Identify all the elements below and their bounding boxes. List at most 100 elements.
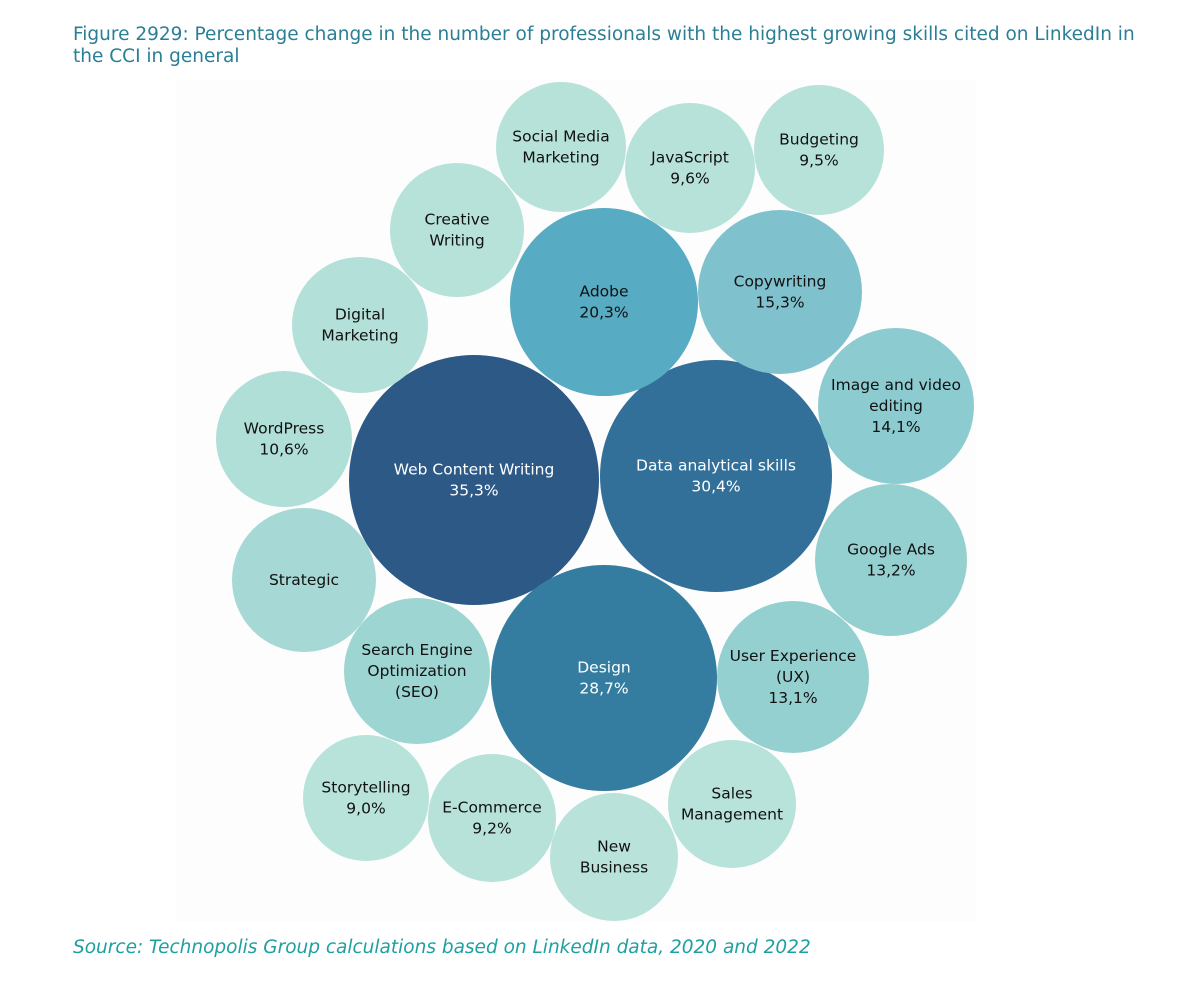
bubble-circle [303, 735, 429, 861]
bubble-name: Strategic [269, 571, 339, 589]
bubble-name: Sales [711, 785, 752, 803]
bubble-circle [428, 754, 556, 882]
bubble-value: 14,1% [871, 418, 920, 436]
bubble-google-ads: Google Ads 13,2% [815, 484, 967, 636]
bubble-name: Design [577, 659, 631, 677]
bubble-circle [698, 210, 862, 374]
bubble-e-commerce: E-Commerce 9,2% [428, 754, 556, 882]
figure-title: Figure 2929: Percentage change in the nu… [73, 24, 1135, 67]
bubble-name: Business [580, 859, 648, 877]
bubble-web-content-writing: Web Content Writing 35,3% [349, 355, 599, 605]
bubble-value: 9,2% [472, 820, 511, 838]
bubble-circle [344, 598, 490, 744]
bubble-name: Budgeting [779, 131, 859, 149]
bubble-wordpress: WordPress 10,6% [216, 371, 352, 507]
bubble-name: Adobe [579, 283, 628, 301]
bubble-label: Adobe 20,3% [579, 283, 628, 322]
bubble-circle [625, 103, 755, 233]
bubble-name: (UX) [776, 668, 810, 686]
bubble-value: 9,5% [799, 152, 838, 170]
bubble-strategic: Strategic [232, 508, 376, 652]
bubble-circle [550, 793, 678, 921]
bubble-name: Data analytical skills [636, 457, 796, 475]
bubble-value: 9,0% [346, 800, 385, 818]
bubble-circle [668, 740, 796, 868]
bubble-circle [232, 508, 376, 652]
bubble-name: Marketing [321, 327, 398, 345]
bubble-label: Budgeting 9,5% [779, 131, 859, 170]
bubble-value: 13,1% [768, 689, 817, 707]
bubble-label: Copywriting 15,3% [734, 273, 827, 312]
bubble-javascript: JavaScript 9,6% [625, 103, 755, 233]
bubble-label: Data analytical skills 30,4% [636, 457, 796, 496]
bubble-name: Search Engine [361, 641, 472, 659]
bubble-name: editing [869, 397, 923, 415]
bubble-circle [754, 85, 884, 215]
bubble-circle [510, 208, 698, 396]
bubble-name: Social Media [512, 128, 609, 146]
bubble-data-analytical-skills: Data analytical skills 30,4% [600, 360, 832, 592]
bubble-name: Writing [429, 232, 484, 250]
bubble-name: Marketing [522, 149, 599, 167]
bubble-circle [390, 163, 524, 297]
bubble-name: WordPress [244, 420, 325, 438]
bubble-label: Google Ads 13,2% [847, 541, 935, 580]
bubble-name: Google Ads [847, 541, 935, 559]
bubble-name: (SEO) [395, 683, 439, 701]
bubble-circle [600, 360, 832, 592]
bubble-value: 10,6% [259, 441, 308, 459]
bubble-name: User Experience [730, 647, 857, 665]
bubble-adobe: Adobe 20,3% [510, 208, 698, 396]
bubble-name: Web Content Writing [394, 461, 555, 479]
bubble-copywriting: Copywriting 15,3% [698, 210, 862, 374]
bubble-circle [349, 355, 599, 605]
bubble-value: 35,3% [449, 482, 498, 500]
source-note: Source: Technopolis Group calculations b… [73, 937, 811, 958]
bubble-name: Copywriting [734, 273, 827, 291]
bubble-label: WordPress 10,6% [244, 420, 325, 459]
bubble-chart: Web Content Writing 35,3% Data analytical … [176, 80, 976, 922]
bubble-circle [216, 371, 352, 507]
bubble-image-and-video-editing: Image and video editing 14,1% [818, 328, 974, 484]
bubble-label: User Experience (UX) 13,1% [730, 647, 857, 707]
bubble-value: 13,2% [866, 562, 915, 580]
bubble-circle [818, 328, 974, 484]
bubble-circle [815, 484, 967, 636]
bubble-label: Strategic [269, 571, 339, 589]
bubble-circle [292, 257, 428, 393]
bubble-label: Image and video editing 14,1% [831, 376, 961, 436]
bubble-circle [717, 601, 869, 753]
bubble-value: 28,7% [579, 680, 628, 698]
bubble-label: E-Commerce 9,2% [442, 799, 542, 838]
bubble-name: Digital [335, 306, 385, 324]
bubble-name: Optimization [367, 662, 466, 680]
bubble-value: 9,6% [670, 170, 709, 188]
bubble-name: JavaScript [650, 149, 729, 167]
bubble-budgeting: Budgeting 9,5% [754, 85, 884, 215]
bubble-name: E-Commerce [442, 799, 542, 817]
bubble-name: New [597, 838, 631, 856]
bubble-label: Web Content Writing 35,3% [394, 461, 555, 500]
bubble-design: Design 28,7% [491, 565, 717, 791]
bubble-name: Image and video [831, 376, 961, 394]
bubble-value: 20,3% [579, 304, 628, 322]
bubble-value: 30,4% [691, 478, 740, 496]
bubble-value: 15,3% [755, 294, 804, 312]
bubble-name: Creative [425, 211, 490, 229]
bubble-chart-svg: Web Content Writing 35,3% Data analytical … [216, 82, 974, 921]
bubble-circle [491, 565, 717, 791]
bubble-user-experience-ux: User Experience (UX) 13,1% [717, 601, 869, 753]
